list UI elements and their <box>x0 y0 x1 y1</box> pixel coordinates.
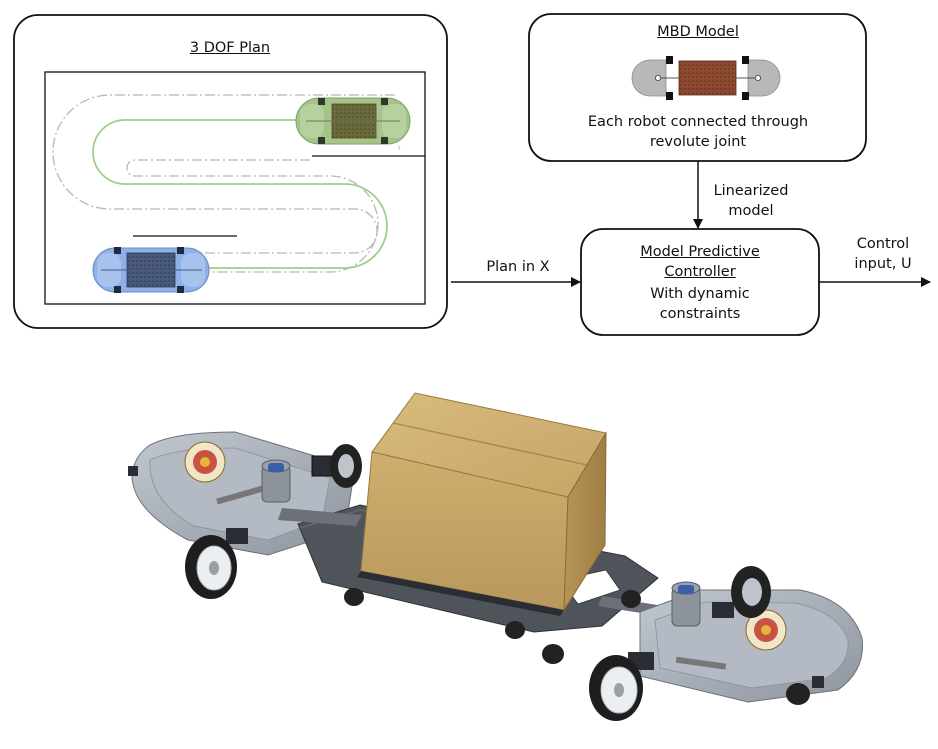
track-inner-boundary <box>126 159 379 273</box>
plan-in-x-label: Plan in X <box>486 259 550 275</box>
caster-wheel <box>505 621 525 639</box>
mbd-payload <box>678 60 737 96</box>
caster-wheel <box>344 588 364 606</box>
track-outer-boundary <box>52 94 395 254</box>
caster-wheel <box>786 683 810 705</box>
mbd-box-title: MBD Model <box>657 24 739 40</box>
linearized-label-line2: model <box>728 203 774 219</box>
green-robot-pair <box>295 97 411 145</box>
planned-path <box>92 119 388 269</box>
mpc-sub-line1: With dynamic <box>650 286 750 302</box>
blue-robot-pair <box>92 247 210 293</box>
mbd-model-icon <box>631 56 781 100</box>
mbd-caption-line2: revolute joint <box>649 134 747 150</box>
robot-render <box>128 392 863 721</box>
plan-box <box>13 14 448 329</box>
linearized-label-line1: Linearized <box>713 183 789 199</box>
mpc-title-line2: Controller <box>664 264 736 280</box>
mbd-caption-line1: Each robot connected through <box>587 114 809 130</box>
caster-wheel <box>542 644 564 664</box>
cardboard-box <box>357 392 607 616</box>
mpc-sub-line2: constraints <box>659 306 741 322</box>
control-input-label-line1: Control <box>856 236 910 252</box>
plan-box-title: 3 DOF Plan <box>189 40 271 56</box>
control-input-label-line2: input, U <box>854 256 912 272</box>
mbd-box <box>528 13 867 162</box>
caster-wheel <box>621 590 641 608</box>
mpc-title-line1: Model Predictive <box>640 244 760 260</box>
right-robot <box>589 566 863 721</box>
